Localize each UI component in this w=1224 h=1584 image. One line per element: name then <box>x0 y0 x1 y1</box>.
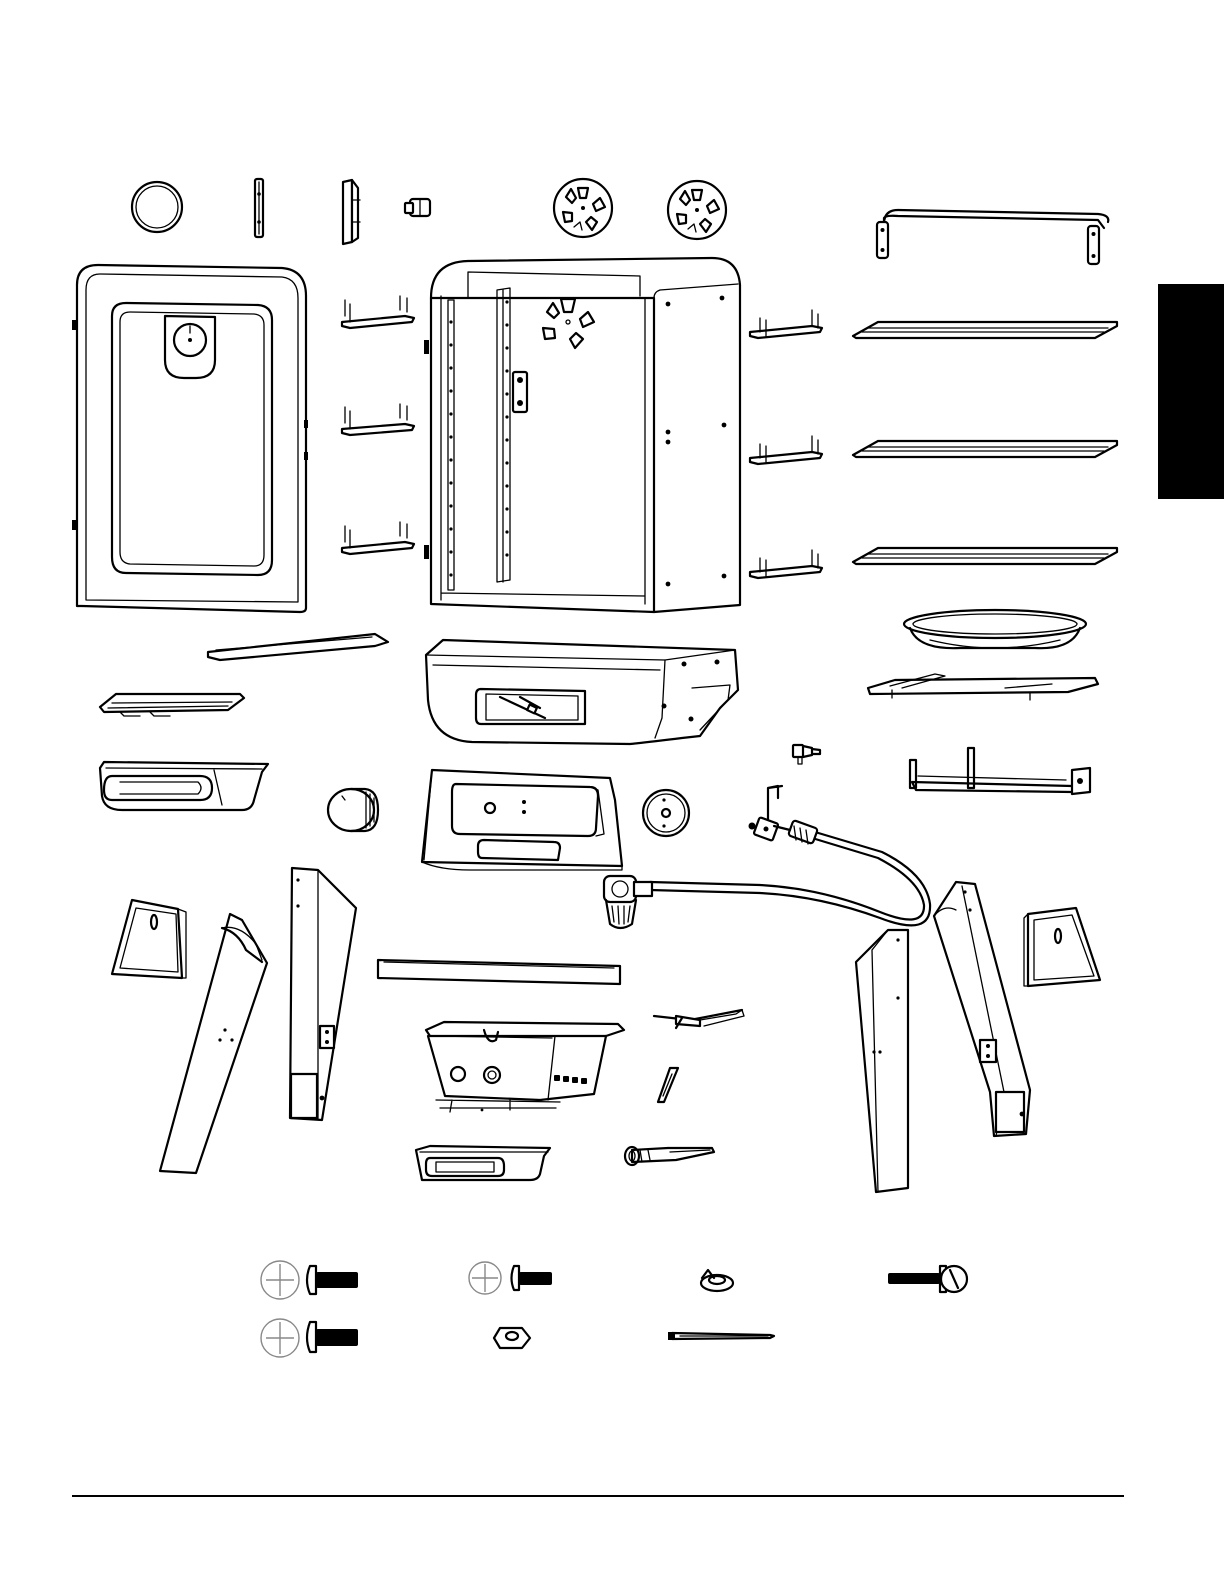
burner <box>625 1147 714 1165</box>
door-handle <box>877 210 1108 264</box>
chip-tray <box>100 762 268 810</box>
leg-side-panel-right <box>1024 908 1100 986</box>
control-panel <box>422 770 622 870</box>
smoker-body <box>424 258 740 612</box>
door-handle-bracket <box>343 180 360 244</box>
leg-right-front <box>856 930 908 1192</box>
smoke-vent-plate-left <box>554 179 612 237</box>
leg-side-panel-left <box>112 900 186 978</box>
grease-tray <box>416 1146 550 1180</box>
hardware-nut <box>494 1328 530 1348</box>
leg-right-rear <box>934 882 1030 1136</box>
hardware-bolt <box>888 1266 967 1292</box>
gas-valve-fitting <box>793 745 820 764</box>
cooking-grate <box>853 322 1117 564</box>
burner-box <box>426 1022 624 1112</box>
igniter-wire <box>654 1010 744 1028</box>
rack-support-right <box>750 310 822 578</box>
igniter-button <box>643 790 689 836</box>
smoke-vent-plate-right <box>668 181 726 239</box>
heat-shield <box>208 634 388 660</box>
water-pan-support <box>868 674 1098 700</box>
smoker-door <box>72 265 308 612</box>
gasket-ring <box>132 182 182 232</box>
knob-cap <box>405 199 430 216</box>
control-knob <box>328 789 378 831</box>
leg-left-front <box>160 914 267 1173</box>
rack-support-left <box>342 296 414 554</box>
water-pan <box>904 610 1086 648</box>
door-latch-strip <box>255 179 263 237</box>
regulator-hose-assembly <box>604 786 930 928</box>
chip-tray-grate <box>100 694 244 716</box>
burner-bracket <box>910 748 1090 794</box>
firebox <box>426 640 738 744</box>
hardware-cable-tie <box>668 1332 774 1340</box>
leg-left-rear <box>290 868 356 1120</box>
hardware-lock-washer <box>701 1270 733 1291</box>
front-crossbar <box>378 960 620 984</box>
electrode <box>658 1068 678 1102</box>
